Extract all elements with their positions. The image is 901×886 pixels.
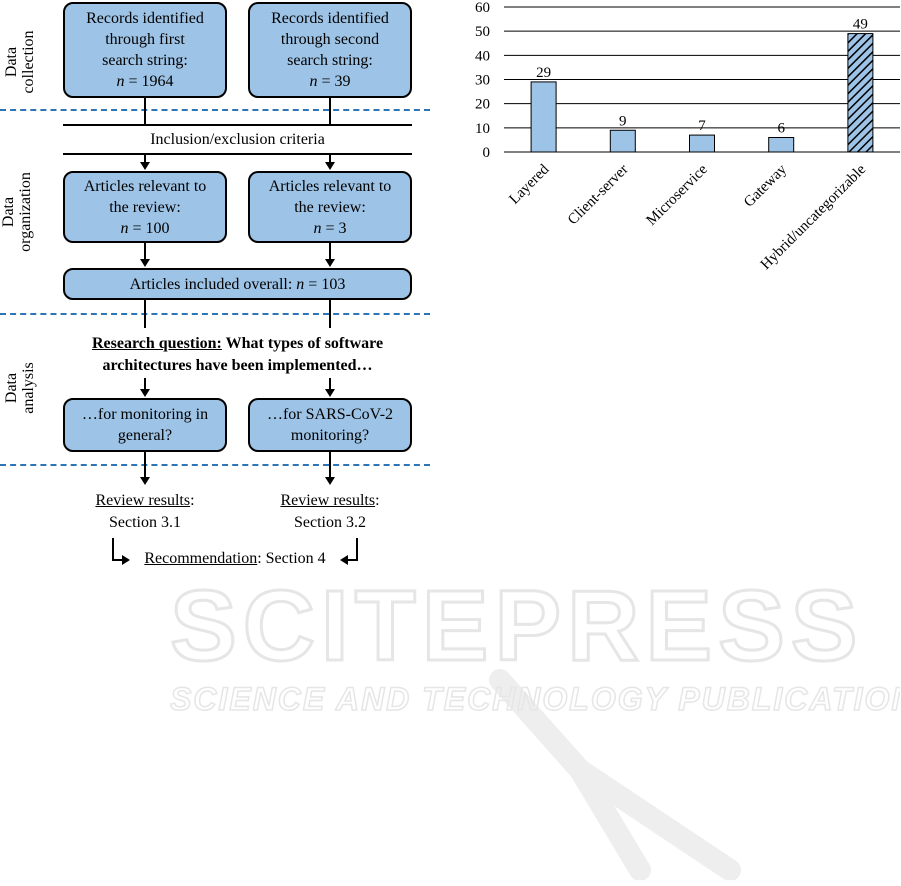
bar-value-label: 49 bbox=[853, 17, 868, 33]
arrowhead bbox=[140, 162, 150, 170]
records-first-text: Records identified through first search … bbox=[86, 10, 204, 69]
arrowhead bbox=[122, 555, 130, 565]
y-tick-label: 60 bbox=[475, 0, 490, 16]
included-text: Articles included overall: bbox=[129, 275, 297, 293]
results-first: Review results: Section 3.1 bbox=[95, 492, 195, 531]
research-question-label: Research question: bbox=[91, 335, 222, 352]
bar bbox=[847, 33, 874, 153]
records-first-box: Records identified through first search … bbox=[63, 2, 227, 98]
monitor-sars-box: …for SARS-CoV-2 monitoring? bbox=[248, 398, 412, 452]
results-first-section: Section 3.1 bbox=[109, 514, 181, 531]
results-second: Review results: Section 3.2 bbox=[280, 492, 380, 531]
connector bbox=[144, 300, 146, 328]
bar bbox=[609, 129, 636, 153]
stage-data-analysis: Data analysis bbox=[3, 362, 37, 414]
arrow bbox=[144, 452, 146, 478]
arrowhead bbox=[325, 477, 335, 485]
arrow bbox=[144, 243, 146, 260]
connector bbox=[144, 98, 146, 124]
criteria-bottom-rule bbox=[63, 153, 412, 155]
bar bbox=[530, 81, 557, 153]
recommendation-label: Recommendation bbox=[144, 550, 258, 567]
bent-arrow-left bbox=[112, 538, 114, 560]
n-symbol: n bbox=[296, 275, 305, 293]
separator-organization bbox=[0, 313, 430, 315]
y-tick-label: 0 bbox=[483, 145, 491, 161]
arrow bbox=[144, 378, 146, 391]
research-question-text1: What types of software bbox=[221, 335, 384, 352]
records-second-box: Records identified through second search… bbox=[248, 2, 412, 98]
relevant-second-box: Articles relevant to the review:n = 3 bbox=[248, 171, 412, 243]
arrowhead bbox=[140, 477, 150, 485]
arrow bbox=[329, 243, 331, 260]
records-second-count: 39 bbox=[334, 73, 351, 90]
included-box: Articles included overall: n = 103 bbox=[63, 268, 412, 300]
connector bbox=[329, 98, 331, 124]
relevant-first-count: 100 bbox=[145, 219, 170, 237]
arrow bbox=[329, 378, 331, 391]
n-symbol: n bbox=[120, 219, 129, 237]
recommendation-value: : Section 4 bbox=[257, 550, 326, 567]
stage-data-collection: Data collection bbox=[3, 30, 37, 94]
x-tick-label: Client-server bbox=[565, 162, 632, 229]
n-symbol: n bbox=[116, 73, 125, 90]
n-symbol: n bbox=[313, 219, 322, 237]
watermark-title: SCITEPRESS bbox=[170, 570, 864, 682]
bar bbox=[689, 134, 715, 153]
y-tick-label: 20 bbox=[475, 97, 490, 113]
arrow bbox=[144, 155, 146, 167]
records-second-text: Records identified through second search… bbox=[271, 10, 389, 69]
results-second-section: Section 3.2 bbox=[294, 514, 366, 531]
criteria-top-rule bbox=[63, 124, 412, 126]
y-tick-label: 30 bbox=[475, 73, 490, 89]
bent-arrow-right bbox=[356, 538, 358, 560]
x-tick-label: Layered bbox=[506, 161, 552, 207]
bent-arrow-right bbox=[346, 559, 358, 561]
criteria-label: Inclusion/exclusion criteria bbox=[150, 131, 325, 148]
arrow bbox=[329, 155, 331, 167]
records-first-count: 1964 bbox=[141, 73, 174, 90]
x-tick-label: Gateway bbox=[741, 161, 790, 210]
separator-analysis bbox=[0, 464, 430, 466]
bar bbox=[768, 137, 795, 153]
x-tick-label: Microservice bbox=[644, 161, 712, 229]
watermark-swoosh bbox=[489, 669, 741, 880]
connector bbox=[329, 300, 331, 328]
bar-value-label: 29 bbox=[536, 65, 551, 81]
scitepress-watermark: SCITEPRESS SCIENCE AND TECHNOLOGY PUBLIC… bbox=[170, 570, 900, 880]
relevant-second-count: 3 bbox=[338, 219, 347, 237]
n-symbol: n bbox=[309, 73, 318, 90]
research-question: Research question: What types of softwar… bbox=[63, 333, 412, 377]
relevant-first-box: Articles relevant to the review:n = 100 bbox=[63, 171, 227, 243]
relevant-second-text: Articles relevant to the review: bbox=[268, 177, 392, 216]
recommendation: Recommendation: Section 4 bbox=[130, 550, 340, 568]
monitor-general-box: …for monitoring in general? bbox=[63, 398, 227, 452]
bar-value-label: 6 bbox=[777, 121, 785, 137]
research-question-text2: architectures have been implemented… bbox=[102, 357, 373, 374]
arrowhead bbox=[140, 259, 150, 267]
included-count: 103 bbox=[321, 275, 346, 293]
architecture-bar-chart: 0 10 20 30 40 50 60 29 9 7 6 49 Layered Client-serv… bbox=[475, 0, 900, 273]
separator-collection bbox=[0, 109, 430, 111]
stage-data-organization: Data organization bbox=[0, 172, 34, 252]
arrowhead bbox=[325, 259, 335, 267]
results-label: Review results bbox=[280, 492, 376, 509]
bar-value-label: 9 bbox=[619, 113, 627, 129]
arrow bbox=[329, 452, 331, 478]
results-label: Review results bbox=[95, 492, 191, 509]
relevant-first-text: Articles relevant to the review: bbox=[83, 177, 207, 216]
watermark-subtitle: SCIENCE AND TECHNOLOGY PUBLICATIONS bbox=[170, 681, 900, 717]
y-tick-label: 40 bbox=[475, 48, 490, 64]
bent-arrow-left bbox=[112, 559, 124, 561]
bar-value-label: 7 bbox=[698, 118, 706, 134]
arrowhead bbox=[340, 555, 348, 565]
arrowhead bbox=[325, 162, 335, 170]
arrowhead bbox=[325, 389, 335, 397]
y-tick-label: 10 bbox=[475, 121, 490, 137]
arrowhead bbox=[140, 389, 150, 397]
y-tick-label: 50 bbox=[475, 24, 490, 40]
